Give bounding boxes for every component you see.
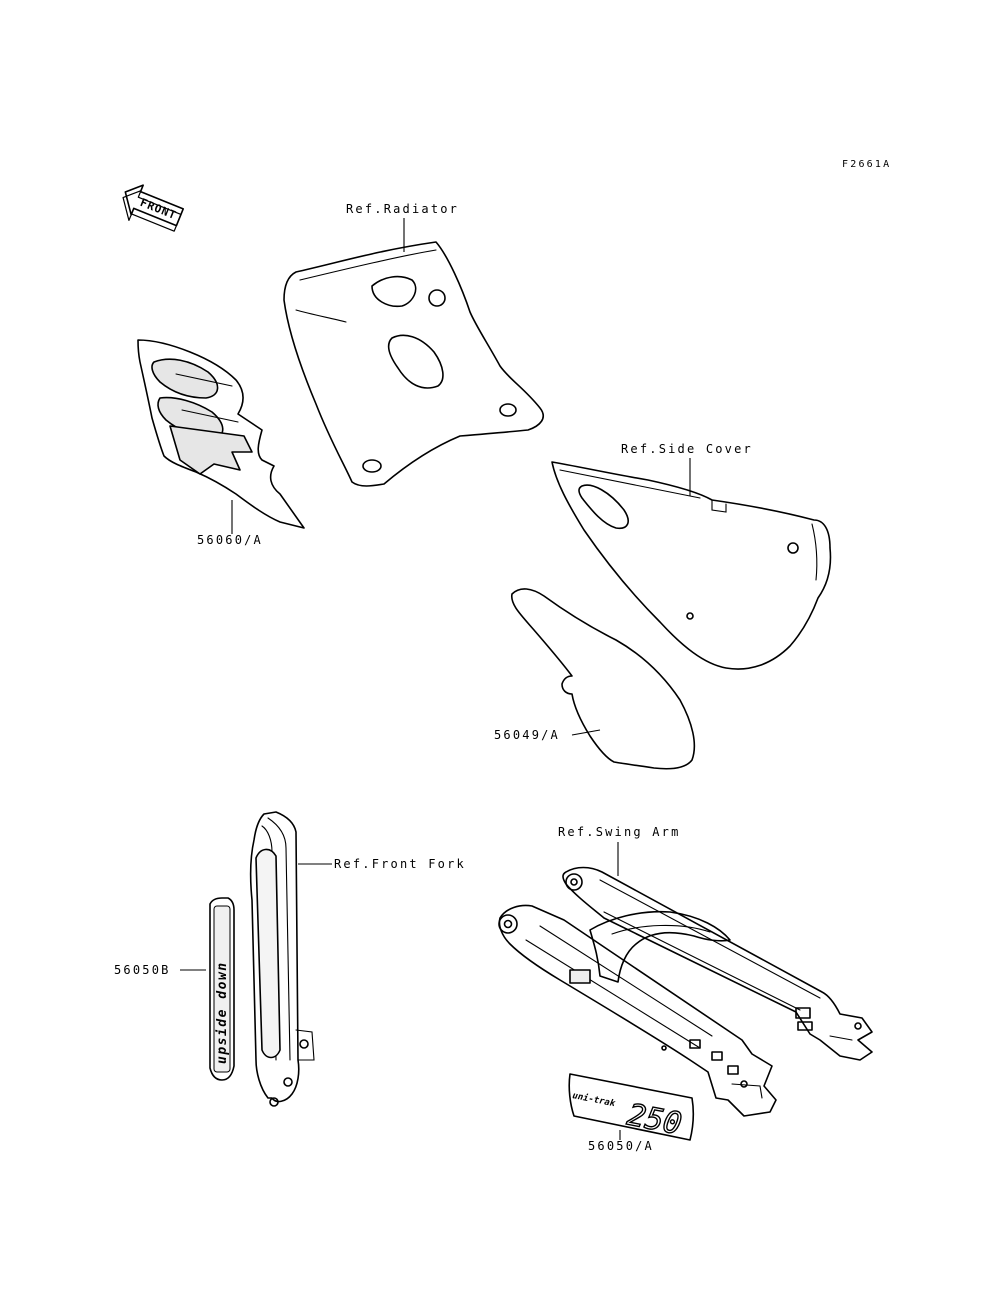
swing-arm-decal-large-text: 250 bbox=[624, 1097, 684, 1142]
swing-arm-decal-small-text: uni-trak bbox=[571, 1090, 616, 1109]
part-56049-label: 56049/A bbox=[494, 728, 560, 742]
front-arrow-icon: FRONT bbox=[122, 184, 184, 232]
diagram-code: F2661A bbox=[842, 159, 891, 170]
ref-swing-arm-label: Ref.Swing Arm bbox=[558, 825, 681, 839]
shroud-decal bbox=[137, 339, 305, 529]
decal-56049-leader bbox=[571, 729, 601, 736]
fork-decal-text: upside down bbox=[215, 961, 230, 1064]
side-cover bbox=[551, 461, 832, 670]
ref-side-cover-label: Ref.Side Cover bbox=[621, 442, 753, 456]
swing-arm-decal: uni-trak 250 bbox=[568, 1073, 695, 1143]
radiator-shroud bbox=[283, 241, 544, 487]
part-56050B-label: 56050B bbox=[114, 963, 171, 977]
ref-radiator-label: Ref.Radiator bbox=[346, 202, 459, 216]
fork-decal: upside down bbox=[209, 897, 235, 1081]
swing-arm bbox=[498, 866, 873, 1117]
side-cover-decal bbox=[510, 588, 696, 770]
part-56060-label: 56060/A bbox=[197, 533, 263, 547]
part-56050A-label: 56050/A bbox=[588, 1139, 654, 1153]
ref-front-fork-label: Ref.Front Fork bbox=[334, 857, 466, 871]
front-fork-guard bbox=[249, 811, 315, 1107]
